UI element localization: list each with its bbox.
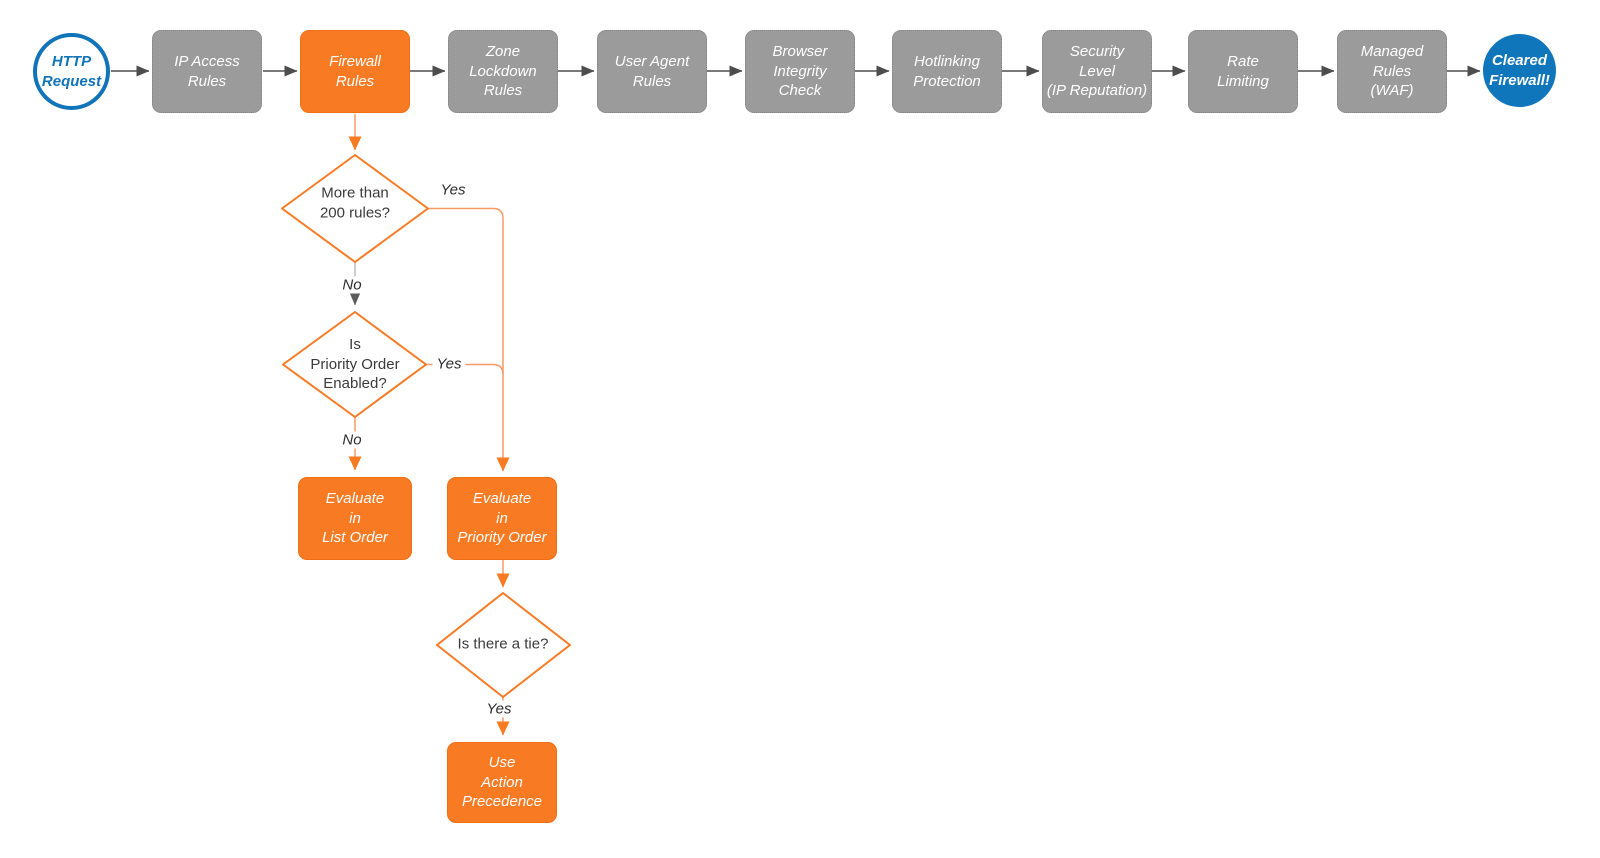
decision2-yes-label: Yes [432,355,466,373]
outcome-evaluate-priority-order: Evaluate in Priority Order [447,477,557,560]
stage-label: User Agent Rules [614,52,690,90]
decision3-diamond [436,592,571,698]
start-node-label: HTTP Request [41,52,102,90]
decision1-label: More than 200 rules? [319,184,391,222]
stage-label: Rate Limiting [1217,52,1269,90]
stage-browser-integrity-check: Browser Integrity Check [745,30,855,113]
end-node-label: Cleared Firewall! [1489,51,1550,89]
stage-managed-rules-waf: Managed Rules (WAF) [1337,30,1447,113]
stage-label: Firewall Rules [329,52,381,90]
edge-decision1-yes [428,207,504,219]
stage-security-level: Security Level (IP Reputation) [1042,30,1152,113]
stage-rate-limiting: Rate Limiting [1188,30,1298,113]
stage-label: Hotlinking Protection [913,52,981,90]
decision2-label: Is Priority Order Enabled? [310,335,400,392]
stage-label: Security Level (IP Reputation) [1046,42,1148,100]
decision3-label: Is there a tie? [457,635,549,653]
stage-label: Browser Integrity Check [772,42,828,100]
stage-ip-access-rules: IP Access Rules [152,30,262,113]
outcome-use-action-precedence: Use Action Precedence [447,742,557,823]
outcome-label: Evaluate in List Order [322,489,388,547]
outcome-evaluate-list-order: Evaluate in List Order [298,477,412,560]
decision1-no-label: No [338,276,366,294]
decision2-diamond [282,311,427,418]
decision1-yes-label: Yes [436,181,470,199]
stage-user-agent-rules: User Agent Rules [597,30,707,113]
decision-diamonds [281,154,571,698]
stage-label: Zone Lockdown Rules [469,42,537,100]
start-node-http-request: HTTP Request [33,33,110,110]
stage-hotlinking-protection: Hotlinking Protection [892,30,1002,113]
stage-label: IP Access Rules [174,52,240,90]
decision3-yes-label: Yes [482,700,516,718]
stage-zone-lockdown-rules: Zone Lockdown Rules [448,30,558,113]
stage-label: Managed Rules (WAF) [1360,42,1424,100]
outcome-label: Evaluate in Priority Order [457,489,547,547]
end-node-cleared-firewall: Cleared Firewall! [1483,34,1556,107]
stage-firewall-rules: Firewall Rules [300,30,410,113]
decision2-no-label: No [338,431,366,449]
decision1-diamond [281,154,429,263]
outcome-label: Use Action Precedence [461,753,543,811]
